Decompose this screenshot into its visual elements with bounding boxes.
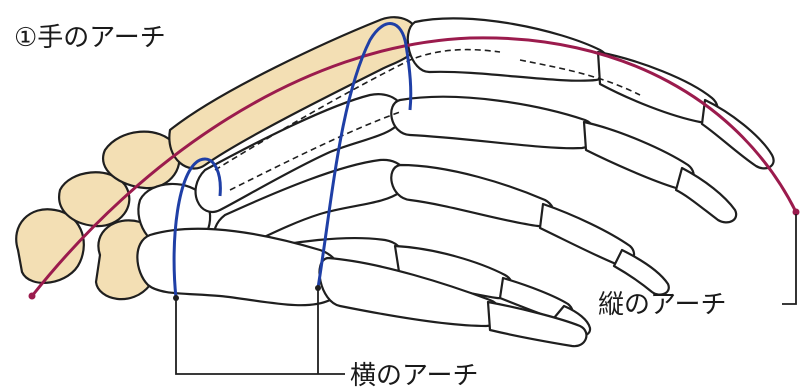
- longitudinal-arch-start-dot: [29, 293, 36, 300]
- longitudinal-arch-label: 縦のアーチ: [598, 290, 726, 320]
- middle-middle-phalanx: [584, 122, 694, 189]
- middle-proximal-phalanx: [391, 97, 595, 148]
- middle-distal-phalanx: [676, 168, 736, 222]
- longitudinal-arch-leader: [782, 214, 796, 304]
- diagram-title: ①手のアーチ: [14, 23, 166, 53]
- index-middle-phalanx: [598, 52, 718, 123]
- ring-proximal-phalanx: [391, 165, 554, 226]
- transverse-arch-label: 横のアーチ: [350, 361, 478, 391]
- ring-distal-phalanx: [614, 250, 669, 295]
